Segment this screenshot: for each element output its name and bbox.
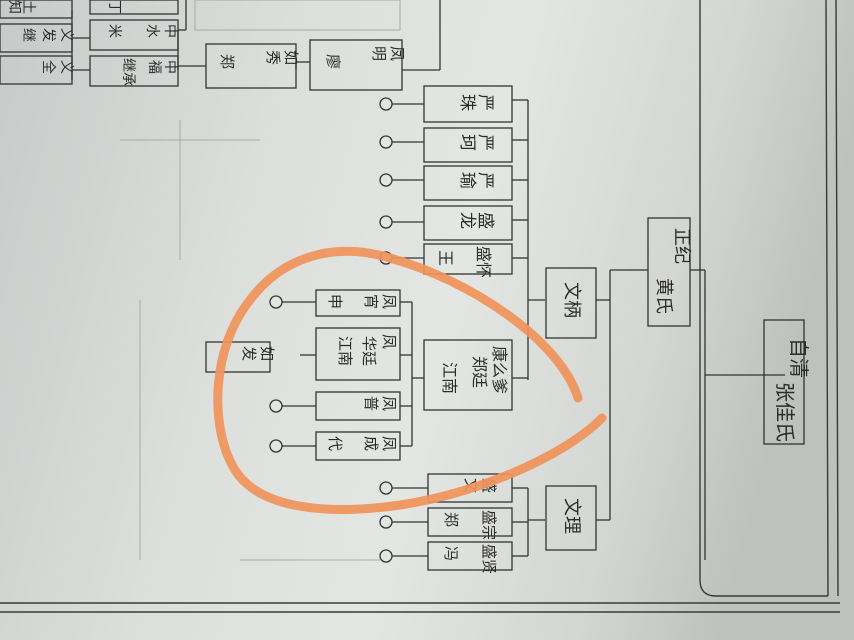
node-fenghua-c: 江南 — [336, 336, 354, 366]
node-yi1-b: 发 — [40, 28, 56, 42]
node-kangmao-a: 康么爹 — [490, 346, 509, 394]
node-zhongfu-c: 继承 — [120, 58, 136, 86]
node-zhongfu-a: 中 — [162, 60, 178, 74]
node-yi1-a: 义 — [58, 28, 74, 42]
node-yi2-b: 全 — [40, 60, 57, 74]
node-shenglong-a: 盛 — [475, 212, 495, 229]
node-root-line1: 自清 — [787, 338, 811, 378]
node-wenbing: 文柄 — [561, 282, 582, 318]
node-kangmao-c: 江南 — [440, 362, 459, 394]
node-yanyu-a: 严 — [475, 172, 495, 189]
node-wenli: 文理 — [561, 498, 582, 534]
node-yanke-b: 珂 — [457, 134, 477, 151]
node-shenghuai-b: 王 — [436, 250, 455, 266]
node-fengming-a: 凤 — [388, 46, 406, 61]
node-zhongding: 丁 — [106, 0, 122, 14]
node-zhongshui-c: 米 — [106, 24, 122, 38]
node-ruxiu-b: 秀 — [264, 50, 282, 65]
node-ruxiu-c: 郑 — [218, 54, 236, 69]
node-fengming-b: 明 — [370, 46, 388, 61]
node-fengcheng-b: 成 — [362, 436, 380, 451]
node-kangmao-b: 郑廷 — [470, 356, 489, 388]
node-shenglong-b: 龙 — [457, 212, 477, 229]
node-fengming-c: 廖 — [324, 54, 342, 69]
node-yanzhu-b: 珠 — [457, 94, 477, 111]
labels: 自清 张佳氏 正纪 黄氏 文柄 文理 严 珠 严 珂 严 瑜 盛 龙 盛怀 王 … — [6, 0, 811, 574]
node-zhongshui-a: 中 — [162, 24, 178, 38]
node-shengxian-b: 冯 — [442, 546, 460, 561]
node-ruxiu-a: 如 — [282, 50, 300, 65]
node-yi3-a: 土 — [20, 0, 36, 14]
node-zhengji-line1: 正纪 — [671, 228, 692, 264]
node-zhongfu-b: 福 — [146, 60, 162, 74]
person-boxes — [0, 0, 805, 571]
node-fengpu-a: 凤 — [380, 396, 398, 411]
node-shengxian-a: 盛贤 — [480, 544, 498, 574]
node-fengxiao-a: 凤 — [380, 294, 398, 309]
node-fengpu-b: 普 — [362, 396, 380, 411]
node-fengxiao-b: 宵 — [362, 294, 380, 309]
node-rufa-b: 发 — [240, 346, 258, 361]
orange-marker-loop — [213, 246, 607, 514]
node-shenghuai-a: 盛怀 — [474, 246, 493, 278]
node-fengxiao-c: 申 — [326, 294, 344, 309]
node-fengcheng-c: 代 — [326, 436, 344, 451]
node-yanyu-b: 瑜 — [457, 172, 477, 189]
node-yi1-c: 继 — [20, 28, 36, 42]
node-zhongshui-b: 水 — [144, 24, 160, 38]
node-yi2-a: 义 — [58, 60, 74, 74]
node-yi3-b: 知 — [6, 0, 23, 14]
node-shengzong-b: 郑 — [442, 512, 460, 527]
node-yanke-a: 严 — [475, 134, 495, 151]
node-root-line2: 张佳氏 — [773, 382, 797, 442]
faint-guides — [120, 0, 401, 561]
node-shengzong-a: 盛宗 — [480, 510, 498, 540]
node-rufa-a: 如 — [258, 346, 276, 361]
node-fengcheng-a: 凤 — [380, 436, 398, 451]
node-zhengji-line2: 黄氏 — [653, 278, 674, 314]
node-fenghua-a: 凤 — [380, 334, 398, 349]
node-yanzhu-a: 严 — [475, 94, 495, 111]
node-fenghua-b: 华廷 — [360, 336, 378, 366]
page-border — [0, 0, 840, 613]
